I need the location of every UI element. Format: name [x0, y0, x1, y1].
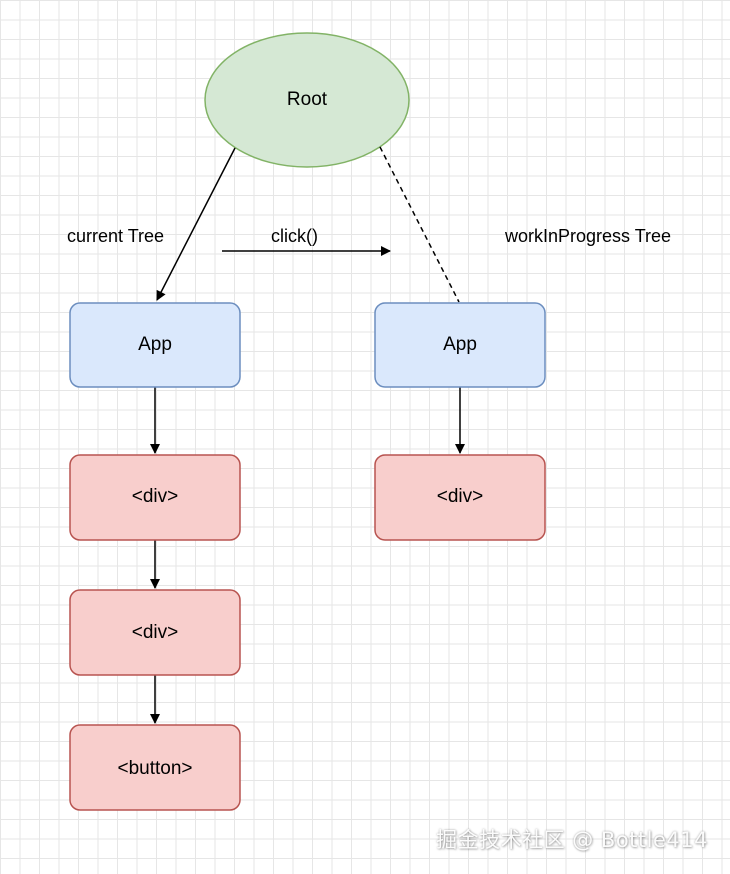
click-label: click() — [271, 226, 318, 246]
current-div1-label: <div> — [132, 486, 178, 507]
wip-app-node: App — [374, 302, 546, 388]
current-button-box — [69, 724, 241, 811]
current-tree-label: current Tree — [67, 226, 164, 246]
current-div2-node: <div> — [69, 589, 241, 676]
current-app-label: App — [138, 334, 172, 355]
watermark: 掘金技术社区 @ Bottle414 — [436, 828, 708, 852]
current-button-node: <button> — [69, 724, 241, 811]
edge-root-to-wip-app-dashed — [379, 146, 460, 303]
current-button-label: <button> — [117, 758, 192, 779]
current-div2-label: <div> — [132, 622, 178, 643]
current-div1-box — [69, 454, 241, 541]
current-app-box — [69, 302, 241, 388]
wip-div-label: <div> — [437, 486, 483, 507]
wip-tree-label: workInProgress Tree — [504, 226, 671, 246]
current-app-node: App — [69, 302, 241, 388]
root-label: Root — [287, 89, 328, 110]
wip-div-node: <div> — [374, 454, 546, 541]
wip-app-label: App — [443, 334, 477, 355]
wip-div-box — [374, 454, 546, 541]
current-div2-box — [69, 589, 241, 676]
root-node: Root — [204, 32, 410, 168]
current-div1-node: <div> — [69, 454, 241, 541]
root-ellipse — [204, 32, 410, 168]
wip-app-box — [374, 302, 546, 388]
edge-root-to-current-app — [156, 147, 236, 301]
